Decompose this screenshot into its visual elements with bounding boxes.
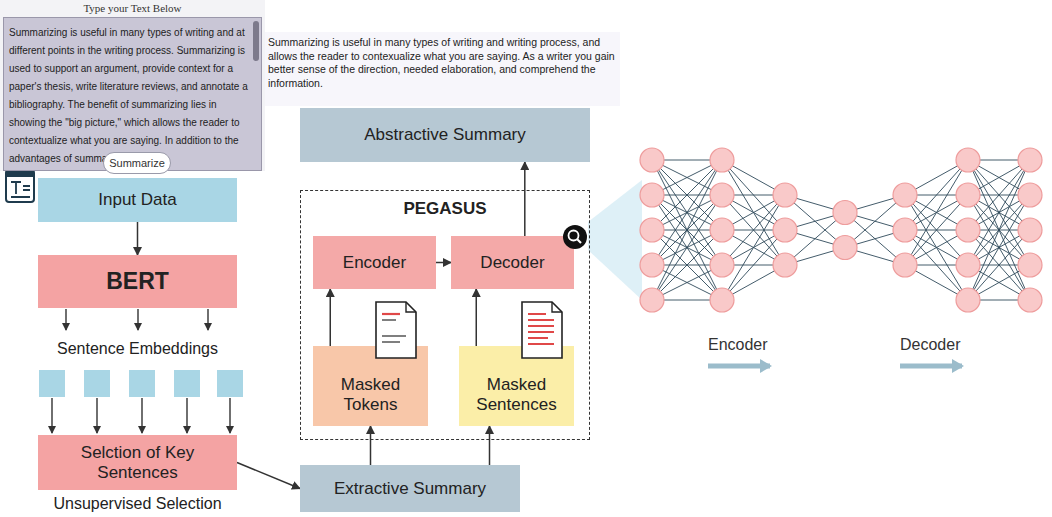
encoder-box: Encoder — [313, 236, 436, 289]
flow-arrow — [370, 426, 372, 465]
process-box: Input Data — [38, 178, 237, 222]
box-label: Encoder — [343, 253, 406, 273]
decoder-arrow — [900, 364, 962, 369]
box-label: Selction of Key Sentences — [46, 443, 229, 483]
flow-arrow — [330, 289, 332, 346]
flow-arrow — [476, 289, 478, 346]
box-label: Decoder — [480, 253, 544, 273]
network-link — [722, 160, 785, 265]
input-box: Masked Tokens — [313, 346, 428, 426]
neuron — [893, 253, 917, 277]
network-link — [652, 160, 722, 265]
neuron — [956, 253, 980, 277]
decoder-box: Decoder — [451, 236, 574, 289]
network-link — [652, 160, 722, 265]
neuron — [773, 218, 797, 242]
neuron — [1018, 183, 1042, 207]
panel-title: Type your Text Below — [83, 2, 181, 14]
text-area: Summarizing is useful in many types of w… — [3, 17, 262, 171]
output-box: Abstractive Summary — [300, 108, 590, 162]
stage-label: Sentence Embeddings — [38, 340, 237, 358]
model-box: BERT — [38, 255, 237, 308]
box-label: Extractive Summary — [334, 479, 486, 499]
document-icon — [374, 300, 418, 360]
input-text: Summarizing is useful in many types of w… — [9, 27, 248, 164]
neuron — [893, 218, 917, 242]
flow-arrow — [237, 463, 300, 489]
network-link — [968, 195, 1030, 300]
neuron — [640, 183, 664, 207]
embedding-arrows — [52, 309, 230, 433]
neuron — [833, 201, 857, 225]
network-label: Decoder — [900, 336, 960, 354]
network-link — [968, 195, 1030, 300]
neuron — [956, 183, 980, 207]
neuron — [640, 148, 664, 172]
flow-arrow — [524, 162, 526, 236]
neuron — [773, 183, 797, 207]
text-icon — [6, 170, 34, 202]
embedding-squares — [39, 370, 243, 397]
box-label: Masked Tokens — [313, 375, 428, 415]
box-label: Abstractive Summary — [364, 125, 526, 145]
network-link — [905, 160, 968, 265]
output-ground — [265, 32, 620, 106]
neuron — [956, 218, 980, 242]
neuron — [710, 288, 734, 312]
encoder-arrow — [708, 364, 770, 369]
network-link — [968, 160, 1030, 265]
network-link — [652, 195, 722, 300]
scrollbar — [253, 21, 259, 61]
neuron — [1018, 253, 1042, 277]
zoom-badge — [562, 224, 588, 250]
box-label: PEGASUS — [403, 199, 486, 219]
input-box: Masked Sentences — [459, 346, 574, 426]
neuron — [1018, 218, 1042, 242]
neuron — [773, 253, 797, 277]
neuron — [710, 218, 734, 242]
flow-arrow — [436, 262, 451, 264]
output-text: Summarizing is useful in many types of w… — [268, 36, 618, 91]
network-label: Encoder — [708, 336, 768, 354]
neuron — [640, 253, 664, 277]
document-icon — [520, 300, 564, 360]
box-label: Summarize — [109, 157, 165, 169]
summarize-button: Summarize — [103, 152, 171, 174]
box-label: Input Data — [98, 190, 176, 210]
zoom-leader — [588, 180, 642, 300]
flow-arrow — [489, 426, 491, 465]
stage-label: Unsupervised Selection — [20, 495, 255, 513]
network-link — [722, 195, 785, 300]
box-label: Masked Sentences — [459, 375, 574, 415]
neuron — [1018, 288, 1042, 312]
network-links — [652, 160, 1030, 300]
process-box: Selction of Key Sentences — [38, 435, 237, 490]
box-label: BERT — [106, 268, 169, 295]
neuron — [956, 288, 980, 312]
output-box: Extractive Summary — [300, 465, 520, 512]
network-link — [905, 195, 968, 300]
neuron — [1018, 148, 1042, 172]
model-group: PEGASUS Encoder DecoderMasked Tokens Masked… — [300, 190, 590, 440]
neuron — [640, 218, 664, 242]
neuron — [710, 253, 734, 277]
flow-arrow — [137, 222, 139, 255]
neuron — [956, 148, 980, 172]
network-neurons — [640, 148, 1042, 312]
network-link — [968, 160, 1030, 265]
neuron — [710, 148, 734, 172]
neuron — [893, 183, 917, 207]
neuron — [710, 183, 734, 207]
neuron — [640, 288, 664, 312]
neuron — [833, 236, 857, 260]
network-link — [652, 195, 722, 300]
input-panel: Type your Text BelowSummarizing is usefu… — [0, 0, 265, 171]
